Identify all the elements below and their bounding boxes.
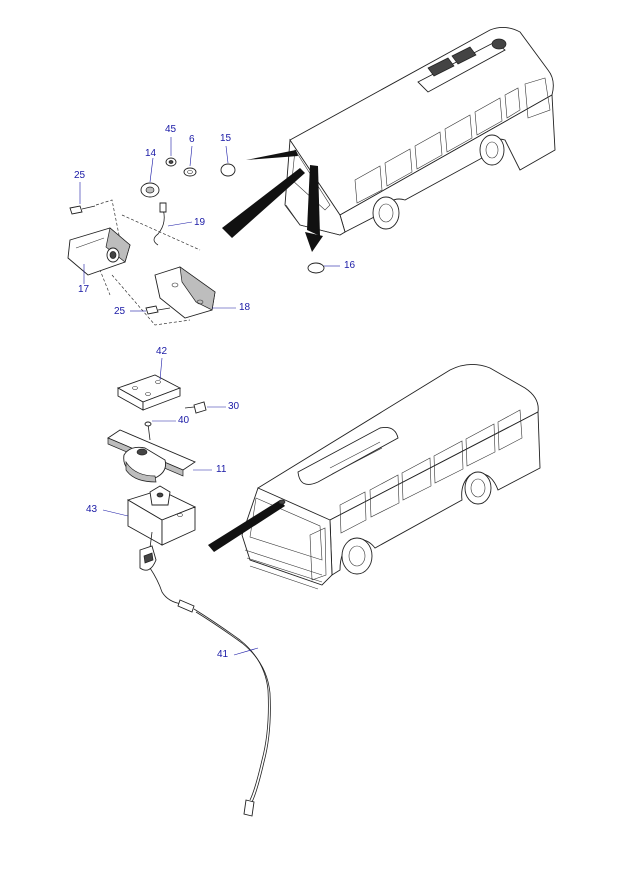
callout-25-bottom: 25 [114,306,126,317]
callout-18: 18 [239,302,251,313]
bus-front-view [208,364,541,590]
callout-6: 6 [189,134,195,145]
callout-16: 16 [344,260,356,271]
camera-assembly-parts [67,137,340,326]
callout-41: 41 [217,649,229,660]
antenna-mount-parts [102,357,271,817]
callout-19: 19 [194,217,206,228]
callout-15: 15 [220,133,232,144]
callout-45: 45 [165,124,177,135]
bus-rear-view [222,27,556,252]
callout-25-top: 25 [74,170,86,181]
callout-14: 14 [145,148,157,159]
callout-43: 43 [86,504,98,515]
callout-30: 30 [228,401,240,412]
callout-17: 17 [78,284,90,295]
callout-40: 40 [178,415,190,426]
callout-11: 11 [216,464,227,475]
callout-42: 42 [156,346,168,357]
